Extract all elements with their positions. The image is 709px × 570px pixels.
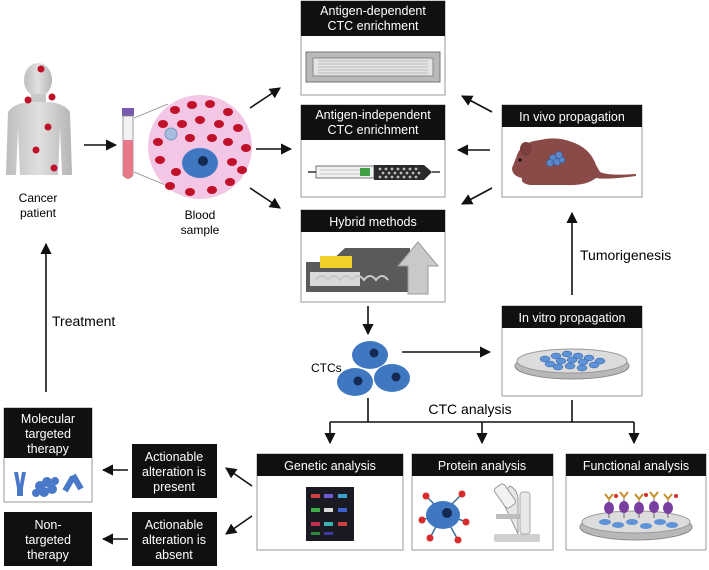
patient-label-2: patient xyxy=(20,206,57,220)
blood-tube xyxy=(122,108,134,179)
treatment-label: Treatment xyxy=(52,313,115,329)
patient-label-1: Cancer xyxy=(19,191,58,205)
alteration-absent-box xyxy=(132,512,217,566)
in-vivo-header xyxy=(502,105,642,127)
gel-image xyxy=(306,487,354,541)
blood-sample-circle xyxy=(148,95,252,199)
microscope-image xyxy=(493,483,540,542)
antigen-independent-title-1: Antigen-independent xyxy=(315,108,431,122)
functional-analysis-title: Functional analysis xyxy=(583,459,689,473)
arrow-invivo-to-antigen-dependent xyxy=(461,95,493,113)
antigen-dependent-title-2: CTC enrichment xyxy=(328,19,420,33)
antigen-dependent-title-1: Antigen-dependent xyxy=(320,4,426,18)
targeted-therapy-line-1: Molecular xyxy=(21,412,75,426)
alteration-present-box xyxy=(132,444,217,498)
in-vivo-title: In vivo propagation xyxy=(519,110,625,124)
drug-molecules-image xyxy=(14,472,84,497)
blood-label-1: Blood xyxy=(185,208,216,222)
in-vitro-header xyxy=(502,306,642,328)
hybrid-methods-title: Hybrid methods xyxy=(329,215,417,229)
nontargeted-therapy-line-2: targeted xyxy=(25,533,71,547)
arrow-invivo-to-hybrid xyxy=(461,187,493,205)
antigen-independent-title-2: CTC enrichment xyxy=(328,123,420,137)
arrow-blood-to-hybrid xyxy=(249,187,281,209)
mouse-image xyxy=(512,138,636,186)
stained-cell-image xyxy=(418,490,470,544)
targeted-therapy-header xyxy=(4,408,92,458)
alteration-absent-line-3: absent xyxy=(155,548,193,562)
petri-dish-image xyxy=(514,348,630,380)
antigen-dependent-header xyxy=(301,1,445,36)
arrow-genetic-to-present xyxy=(225,467,253,487)
nontargeted-therapy-line-1: Non- xyxy=(34,518,61,532)
targeted-therapy-line-3: therapy xyxy=(27,442,69,456)
alteration-absent-line-1: Actionable xyxy=(145,518,203,532)
targeted-therapy-line-2: targeted xyxy=(25,427,71,441)
filter-device-image xyxy=(308,165,440,180)
zoom-line-top xyxy=(133,103,169,119)
zoom-line-bottom xyxy=(133,171,169,187)
alteration-absent-line-2: alteration is xyxy=(142,533,206,547)
genetic-analysis-header xyxy=(257,454,403,476)
functional-assay-image xyxy=(579,491,693,541)
alteration-present-line-3: present xyxy=(153,480,195,494)
nontargeted-therapy-line-3: therapy xyxy=(27,548,69,562)
tumorigenesis-label: Tumorigenesis xyxy=(580,247,671,263)
blood-label-2: sample xyxy=(181,223,220,237)
hybrid-device-image xyxy=(306,241,440,295)
alteration-present-line-2: alteration is xyxy=(142,465,206,479)
antigen-independent-header xyxy=(301,105,445,140)
arrow-genetic-to-absent xyxy=(225,515,253,535)
ctc-analysis-label: CTC analysis xyxy=(428,401,511,417)
protein-analysis-header xyxy=(412,454,553,476)
hybrid-methods-header xyxy=(301,210,445,232)
arrow-blood-to-antigen-dependent xyxy=(249,87,281,109)
microfluidic-chip-image xyxy=(305,51,441,83)
functional-analysis-header xyxy=(566,454,706,476)
patient-figure xyxy=(6,63,72,175)
ctcs-label: CTCs xyxy=(311,361,342,375)
protein-analysis-title: Protein analysis xyxy=(438,459,526,473)
nontargeted-therapy-box xyxy=(4,512,92,566)
alteration-present-line-1: Actionable xyxy=(145,450,203,464)
in-vitro-title: In vitro propagation xyxy=(518,311,625,325)
ctc-cluster xyxy=(337,341,410,396)
genetic-analysis-title: Genetic analysis xyxy=(284,459,376,473)
